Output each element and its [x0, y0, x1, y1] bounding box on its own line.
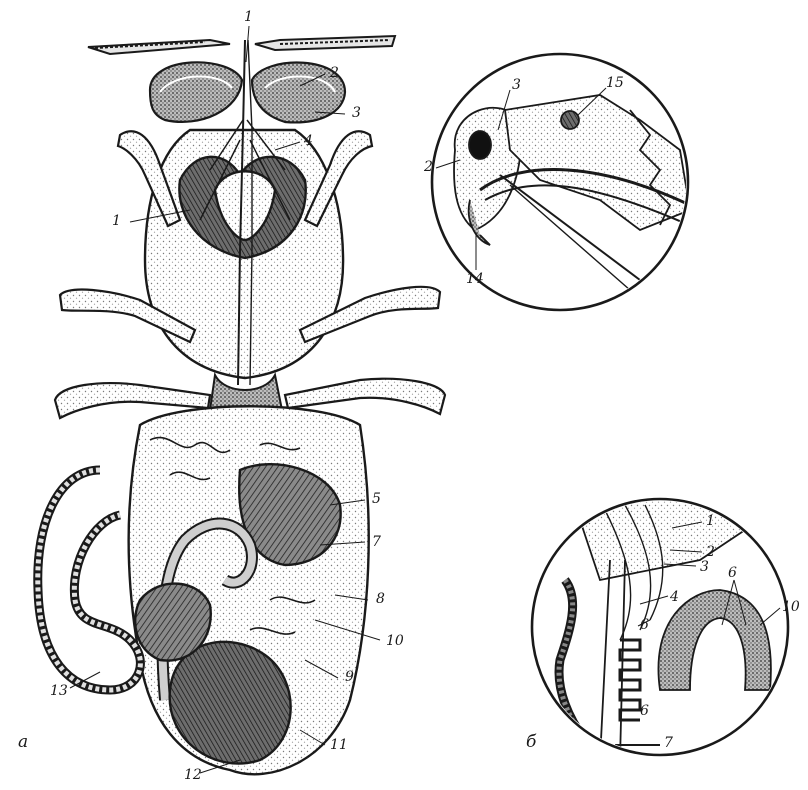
label-b-4: 4	[670, 590, 679, 604]
label-a-2: 2	[330, 66, 339, 80]
label-inset-2: 2	[424, 160, 433, 174]
label-a-9: 9	[345, 670, 354, 684]
label-b-6-mid: 6	[640, 618, 649, 632]
label-b-1: 1	[706, 514, 715, 528]
panel-letter-a: a	[18, 734, 28, 751]
label-a-4: 4	[304, 134, 313, 148]
label-a-10: 10	[386, 634, 404, 648]
label-inset-14: 14	[466, 272, 484, 286]
abdomen	[38, 406, 369, 774]
label-inset-15: 15	[606, 76, 624, 90]
inset-b	[532, 494, 788, 760]
label-b-6-bottom: 6	[640, 704, 649, 718]
antennae	[88, 36, 395, 54]
label-a-5: 5	[372, 492, 381, 506]
label-b-10: 10	[782, 600, 800, 614]
label-b-6-top: 6	[728, 566, 737, 580]
label-b-7: 7	[664, 736, 673, 750]
label-a-1-mid: 1	[112, 214, 121, 228]
label-inset-3: 3	[512, 78, 521, 92]
label-a-12: 12	[184, 768, 202, 782]
label-a-11: 11	[330, 738, 348, 752]
label-a-8: 8	[376, 592, 385, 606]
label-a-3: 3	[352, 106, 361, 120]
petiole	[210, 375, 282, 410]
label-a-13: 13	[50, 684, 68, 698]
label-b-3: 3	[700, 560, 709, 574]
head	[150, 62, 345, 122]
panel-letter-b: б	[526, 734, 536, 751]
label-a-1-top: 1	[244, 10, 253, 24]
label-b-2: 2	[706, 545, 715, 559]
panel-a-body	[38, 26, 445, 774]
label-a-7: 7	[372, 535, 381, 549]
